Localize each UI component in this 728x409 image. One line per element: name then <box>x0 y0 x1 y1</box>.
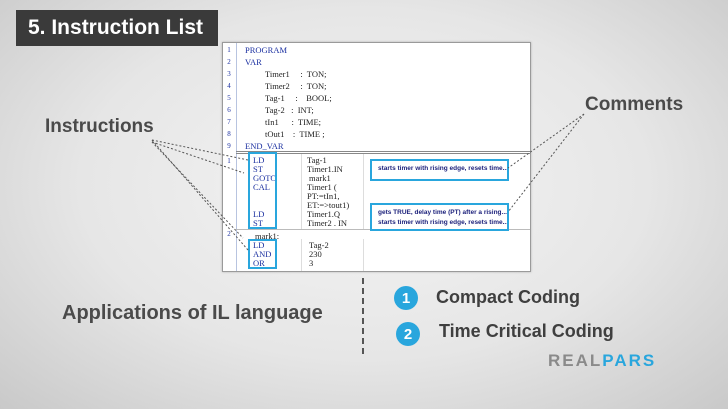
line-number: 9 <box>227 142 231 150</box>
pointer-line <box>507 113 585 213</box>
column-divider <box>363 239 364 271</box>
keyword: END_VAR <box>245 141 284 151</box>
var-declaration: Timer1 : TON; <box>265 69 327 79</box>
il-operand: PT:=tIn1, <box>307 191 340 201</box>
line-number: 3 <box>227 70 231 78</box>
comments-highlight-box <box>370 159 509 181</box>
applications-heading: Applications of IL language <box>62 302 323 324</box>
line-number: 2 <box>227 58 231 66</box>
il-operator: LD <box>253 240 265 250</box>
slide-title: 5. Instruction List <box>16 10 218 46</box>
il-operator: CAL <box>253 182 270 192</box>
var-declaration: tOut1 : TIME ; <box>265 129 325 139</box>
il-operand: ET:=>tout1) <box>307 200 350 210</box>
il-operand: 230 <box>309 249 322 259</box>
il-operator: AND <box>253 249 272 259</box>
column-divider <box>301 154 302 229</box>
instructions-label: Instructions <box>45 116 154 137</box>
line-number: 1 <box>227 46 231 54</box>
var-declaration: Timer2 : TON; <box>265 81 327 91</box>
network-number: 1 <box>227 157 231 165</box>
il-operator: GOTO <box>253 173 277 183</box>
var-declaration: Tag-1 : BOOL; <box>265 93 332 103</box>
il-operand: Tag-2 <box>309 240 329 250</box>
line-gutter <box>223 43 237 271</box>
comment-text: gets TRUE, delay time (PT) after a risin… <box>374 209 511 216</box>
instructions-highlight-box <box>248 152 277 229</box>
logo-text: PARS <box>602 351 657 370</box>
vertical-divider <box>362 278 364 354</box>
network-number: 2 <box>227 230 231 238</box>
pointer-line <box>151 139 249 161</box>
column-divider <box>301 239 302 271</box>
instructions-highlight-box <box>248 239 277 269</box>
pointer-line <box>151 139 249 251</box>
realpars-logo: REALPARS <box>548 351 656 371</box>
il-operand: Timer1.Q <box>307 209 340 219</box>
pointer-line <box>507 113 585 169</box>
il-operand: Timer2 . IN <box>307 218 348 228</box>
il-operator: LD <box>253 209 265 219</box>
var-declaration: tIn1 : TIME; <box>265 117 322 127</box>
comment-text: starts timer with rising edge, resets ti… <box>374 219 513 226</box>
line-number: 4 <box>227 82 231 90</box>
application-item: Time Critical Coding <box>439 321 614 341</box>
number-badge: 2 <box>396 322 420 346</box>
var-declaration: Tag-2 : INT; <box>265 105 314 115</box>
il-operator: ST <box>253 164 263 174</box>
il-operator: ST <box>253 218 263 228</box>
pointer-line <box>151 141 245 174</box>
il-operand: 3 <box>309 258 314 268</box>
il-operand: mark1 <box>309 173 331 183</box>
application-item: Compact Coding <box>436 287 580 307</box>
number-badge: 1 <box>394 286 418 310</box>
jump-label: mark1: <box>255 231 280 241</box>
il-operator: LD <box>253 155 265 165</box>
il-operand: Timer1 ( <box>307 182 337 192</box>
il-operator: OR <box>253 258 265 268</box>
il-operand: Tag-1 <box>307 155 327 165</box>
logo-text: REAL <box>548 351 603 370</box>
code-editor: 1 PROGRAM 2 VAR 3 Timer1 : TON; 4 Timer2… <box>222 42 531 272</box>
keyword: PROGRAM <box>245 45 288 55</box>
line-number: 7 <box>227 118 231 126</box>
section-separator <box>236 151 530 154</box>
keyword: VAR <box>245 57 262 67</box>
line-number: 8 <box>227 130 231 138</box>
column-divider <box>363 154 364 229</box>
comments-highlight-box <box>370 203 509 231</box>
comment-text: starts timer with rising edge, resets ti… <box>374 165 513 172</box>
line-number: 5 <box>227 94 231 102</box>
comments-label: Comments <box>585 94 684 115</box>
line-number: 6 <box>227 106 231 114</box>
il-operand: Timer1.IN <box>307 164 343 174</box>
